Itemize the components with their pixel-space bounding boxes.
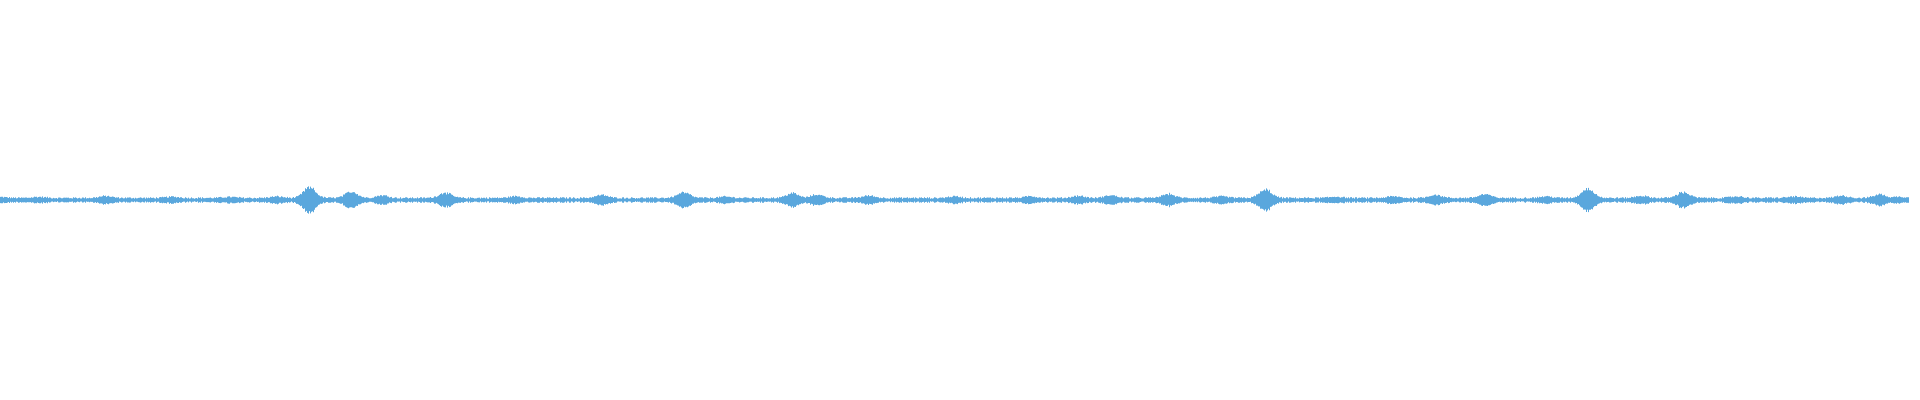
waveform-svg [0,186,1909,214]
